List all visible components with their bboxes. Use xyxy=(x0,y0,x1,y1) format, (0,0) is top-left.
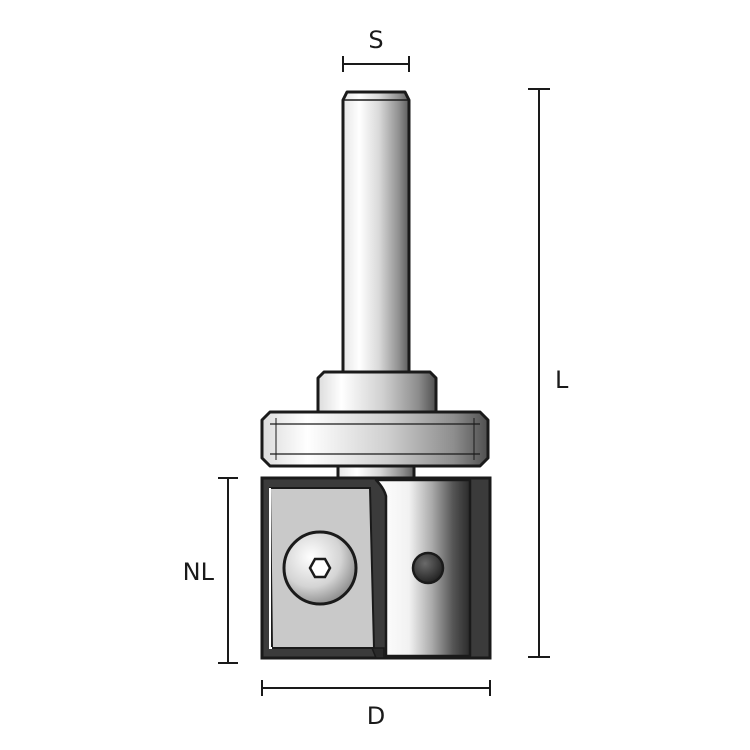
collar xyxy=(260,410,490,468)
dimension-label-s: S xyxy=(368,26,383,54)
dimension-d: D xyxy=(261,680,491,730)
dimension-l: L xyxy=(528,88,569,658)
shank-shoulder xyxy=(316,370,438,414)
shank xyxy=(341,90,411,374)
dimension-label-l: L xyxy=(555,366,569,394)
dimension-label-d: D xyxy=(367,702,385,730)
hex-socket-screw-icon xyxy=(282,530,358,606)
dimension-s: S xyxy=(342,26,410,72)
neck xyxy=(336,464,416,480)
locating-pin-icon xyxy=(411,551,445,585)
dimension-label-nl: NL xyxy=(183,558,215,586)
dimension-nl: NL xyxy=(183,477,238,664)
